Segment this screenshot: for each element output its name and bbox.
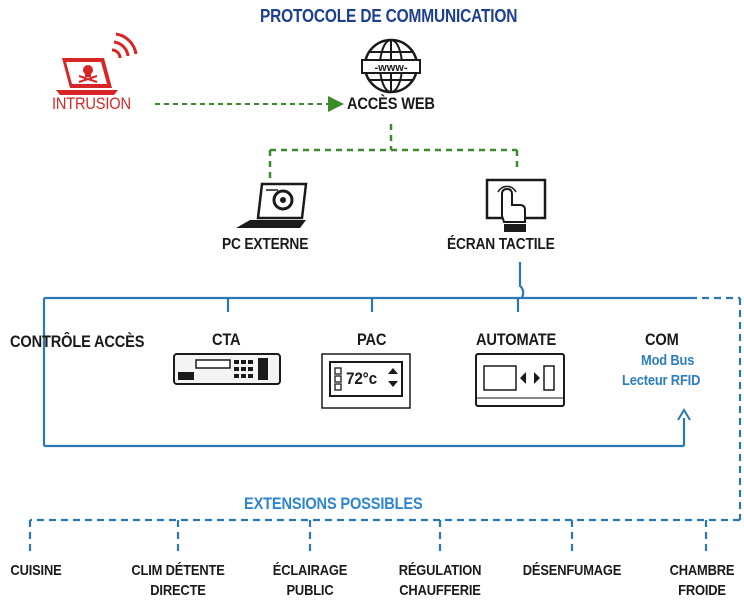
globe-www-icon: -www- — [361, 38, 421, 94]
air-handler-unit-icon — [173, 353, 281, 385]
controle-acces-label: CONTRÔLE ACCÈS — [10, 332, 145, 351]
extension-item: RÉGULATION CHAUFFERIE — [384, 562, 496, 599]
extension-item: CHAMBRE FROIDE — [660, 562, 744, 599]
extension-item: DÉSENFUMAGE — [512, 562, 632, 579]
intrusion-label: INTRUSION — [52, 94, 131, 113]
extension-line1: CLIM DÉTENTE — [131, 562, 225, 579]
pac-display-value: 72°c — [346, 369, 377, 388]
extension-item: CUISINE — [4, 562, 68, 579]
extension-line2: CHAUFFERIE — [399, 582, 481, 599]
ecran-tactile-label: ÉCRAN TACTILE — [447, 236, 555, 253]
extension-line1: ÉCLAIRAGE — [272, 562, 348, 579]
cta-label: CTA — [212, 330, 241, 349]
extension-line1: DÉSENFUMAGE — [522, 562, 622, 579]
web-access-label: ACCÈS WEB — [347, 94, 435, 113]
extension-line1: CHAMBRE — [669, 562, 735, 579]
bus-lines — [42, 262, 691, 448]
extension-line1: RÉGULATION — [398, 562, 482, 579]
hacker-laptop-icon — [56, 32, 138, 95]
pac-label: PAC — [357, 330, 387, 349]
web-links — [268, 124, 519, 178]
extensions-title: EXTENSIONS POSSIBLES — [244, 494, 423, 513]
com-modbus-label: Mod Bus — [641, 352, 695, 369]
page-title: PROTOCOLE DE COMMUNICATION — [260, 6, 518, 26]
touchscreen-icon — [485, 178, 547, 232]
extension-bus-lines — [28, 296, 742, 556]
plc-controller-icon — [475, 353, 565, 407]
extension-item: CLIM DÉTENTE DIRECTE — [116, 562, 240, 599]
extension-line2: PUBLIC — [286, 582, 334, 599]
pc-externe-label: PC EXTERNE — [222, 236, 309, 253]
extension-item: ÉCLAIRAGE PUBLIC — [258, 562, 362, 599]
com-label: COM — [645, 330, 679, 349]
com-rfid-label: Lecteur RFID — [622, 372, 701, 389]
extension-line2: DIRECTE — [150, 582, 206, 599]
extension-line2: FROIDE — [678, 582, 726, 599]
automate-label: AUTOMATE — [476, 330, 557, 349]
svg-text:-www-: -www- — [375, 62, 408, 74]
laptop-icon — [236, 182, 308, 228]
extension-line1: CUISINE — [10, 562, 62, 579]
thermostat-icon — [321, 353, 411, 409]
